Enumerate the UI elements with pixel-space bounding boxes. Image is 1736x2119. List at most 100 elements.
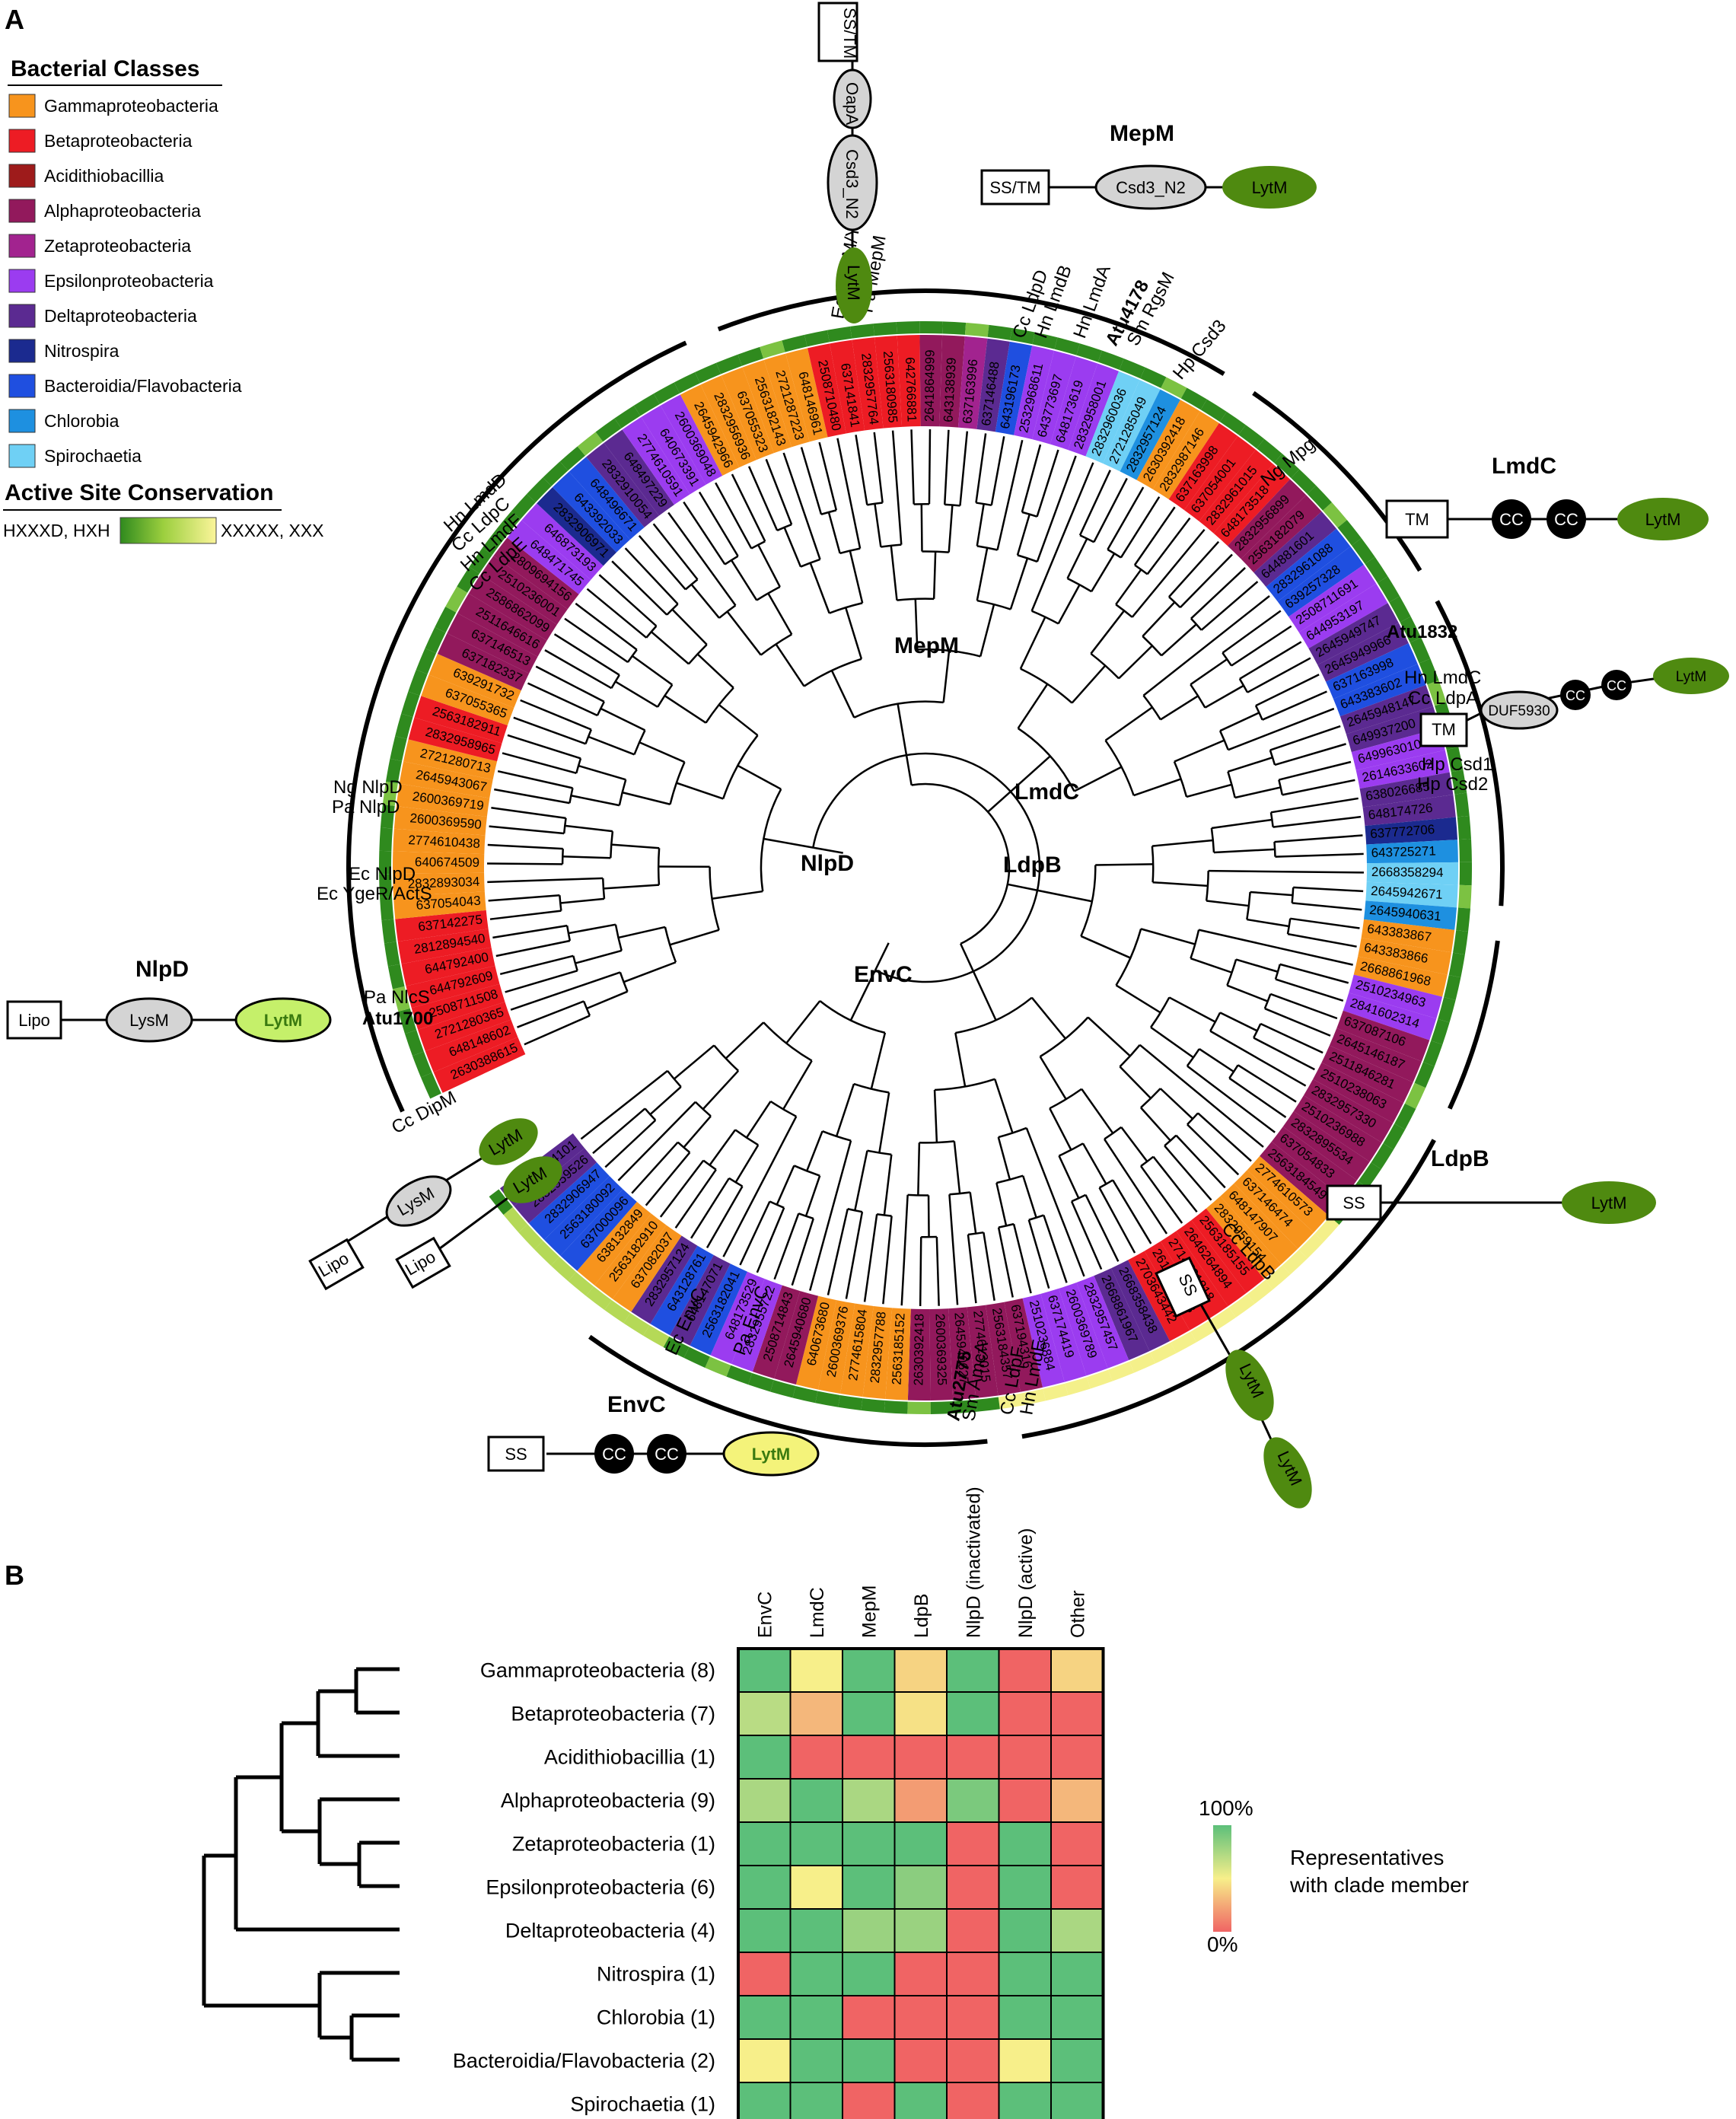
branch: [976, 547, 989, 601]
heatmap-cell: [893, 1821, 948, 1866]
active-site-segment: [1427, 680, 1447, 706]
branch: [1120, 1126, 1148, 1162]
heatmap-cell: [842, 1908, 896, 1953]
branch: [1164, 1145, 1212, 1201]
active-site-segment: [623, 1313, 650, 1336]
heatmap-col-label: Other: [1067, 1590, 1088, 1638]
branch: [849, 970, 877, 1021]
branch: [1078, 470, 1111, 536]
active-site-segment: [482, 529, 506, 555]
branch-arc: [769, 1200, 785, 1209]
active-site-segment: [586, 1286, 612, 1311]
lmdc-box-cc2: CC: [1554, 510, 1578, 529]
branch-arc: [922, 550, 949, 553]
branch: [1168, 996, 1216, 1023]
domain-mepm: MepM SS/TM Csd3_N2 LytM: [980, 121, 1317, 210]
branch: [568, 923, 616, 935]
branch: [1275, 852, 1364, 858]
panel-b-label: B: [5, 1560, 24, 1591]
tip-segment: [1206, 1196, 1282, 1279]
active-site-segment: [511, 494, 536, 520]
tip-id: 2832893034: [407, 875, 479, 891]
branch: [818, 441, 838, 511]
branch: [1039, 1056, 1067, 1100]
tip-segment: [948, 1307, 976, 1400]
branch: [1222, 610, 1282, 654]
branch: [725, 1021, 765, 1060]
branch: [1091, 553, 1116, 592]
branch: [712, 890, 763, 900]
domain-nlpd-alt1: Lipo LysM LytM: [308, 1118, 538, 1291]
tip-segment: [553, 471, 630, 553]
branch-arc: [934, 1078, 995, 1091]
lmdc-box-cc1: CC: [1499, 510, 1524, 529]
branch: [669, 929, 720, 946]
domain-ldpb-alt: SS LytM LytM: [1155, 1256, 1312, 1509]
tip-segment: [1152, 411, 1219, 500]
branch: [510, 971, 621, 1011]
branch: [809, 562, 830, 614]
branch: [722, 1116, 798, 1257]
branch: [1112, 1179, 1152, 1244]
heatmap-cell: [1050, 1865, 1104, 1910]
branch-arc: [798, 1212, 814, 1220]
branch: [702, 1069, 740, 1110]
active-site-segment: [1446, 747, 1464, 773]
branch-arc: [1190, 683, 1206, 709]
tip-segment: [650, 1245, 714, 1336]
heatmap-cell: [737, 2082, 792, 2119]
gene-ng-nlpd: Ng NlpD: [333, 777, 403, 798]
active-site-segment: [1119, 358, 1145, 379]
tip-segment: [433, 1037, 526, 1093]
heatmap-row-label: Acidithiobacillia (1): [544, 1746, 715, 1769]
heatmap-cell: [789, 1691, 843, 1736]
tip-segment: [468, 574, 557, 641]
legend-label: Chlorobia: [44, 411, 119, 431]
branch: [1009, 558, 1029, 610]
tip-segment: [399, 761, 493, 798]
branch: [507, 734, 581, 760]
active-site-segment: [445, 586, 468, 613]
active-site-segment: [1257, 438, 1282, 464]
lmdc-alt-duf: DUF5930: [1488, 703, 1550, 719]
branch: [1287, 932, 1357, 948]
branch-arc: [565, 925, 572, 942]
heatmap-cell: [946, 1735, 1000, 1780]
tip-segment: [393, 872, 485, 897]
active-site-segment: [398, 1008, 417, 1034]
tip-segment: [1004, 1298, 1043, 1392]
gene-pa-nlcs: Pa NlcS: [364, 987, 430, 1008]
heatmap-cell: [946, 1995, 1000, 2040]
tip-segment: [1365, 817, 1458, 845]
branch: [664, 695, 707, 724]
branch: [1081, 1142, 1107, 1185]
active-site-segment: [404, 1030, 424, 1056]
tip-segment: [480, 556, 568, 625]
tip-segment: [428, 653, 521, 708]
active-site-segment: [1459, 839, 1472, 862]
tip-segment: [1253, 511, 1337, 587]
branch: [622, 791, 671, 805]
active-site-segment: [1054, 337, 1080, 355]
branch: [969, 1192, 977, 1234]
branch: [1213, 848, 1276, 854]
branch: [1090, 610, 1126, 655]
branch-arc: [569, 788, 574, 804]
branch-arc: [793, 1165, 820, 1177]
active-site-segment: [907, 1401, 931, 1414]
legend-item: Betaproteobacteria: [8, 129, 193, 153]
branch-arc: [1269, 750, 1276, 766]
heatmap-cell: [893, 2082, 948, 2119]
active-site-segment: [1097, 350, 1124, 370]
branch: [1219, 1012, 1258, 1032]
heatmap-cell: [737, 1908, 792, 1953]
tip-segment: [957, 336, 988, 429]
branch: [954, 1032, 967, 1087]
tip-segment: [594, 1213, 667, 1299]
heatmap-row-label: Deltaproteobacteria (4): [505, 1920, 715, 1942]
scale-label-1: Representatives: [1290, 1846, 1444, 1869]
branch-arc: [853, 1082, 890, 1094]
active-site-segment: [942, 321, 967, 335]
branch: [987, 791, 1011, 813]
tip-segment: [852, 337, 884, 431]
